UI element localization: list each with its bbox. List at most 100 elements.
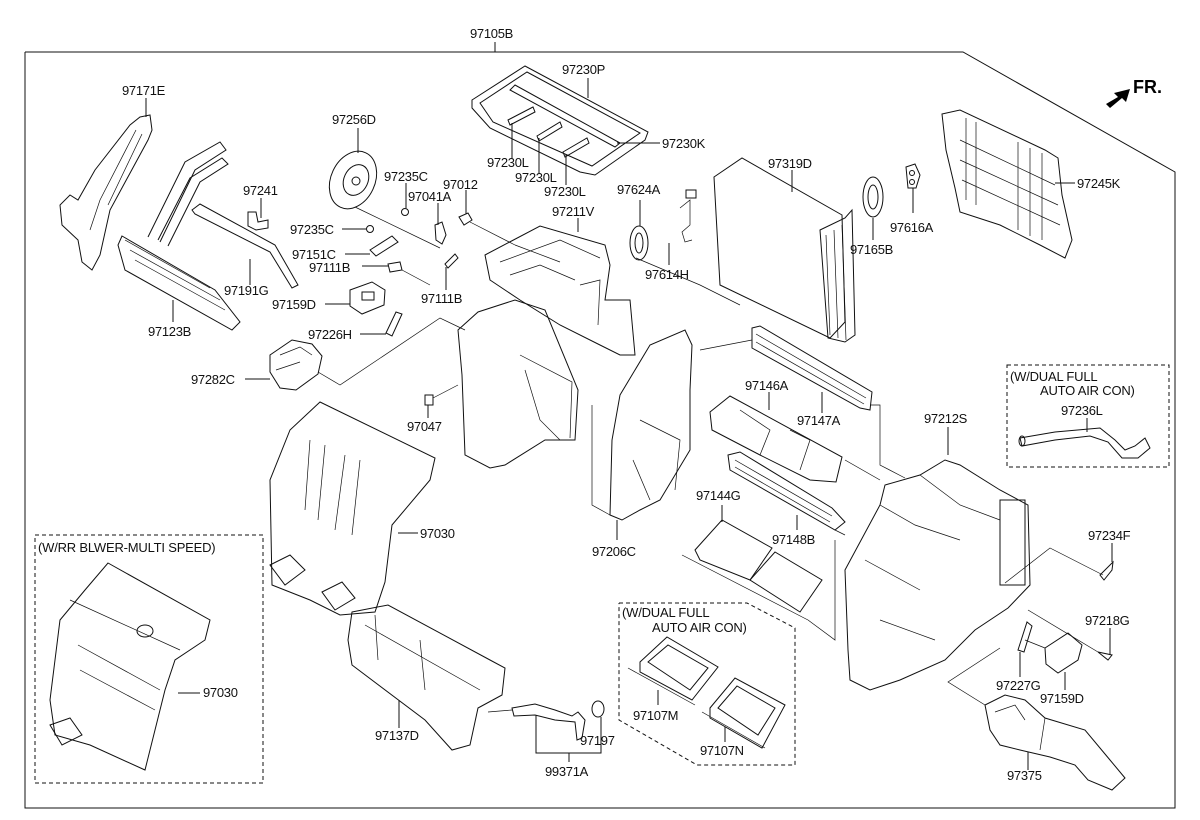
part-label-97624A[interactable]: 97624A	[617, 182, 661, 197]
part-97206C-case-half[interactable]	[609, 329, 693, 521]
part-label-97146A[interactable]: 97146A	[745, 378, 789, 393]
part-label-97159D-b[interactable]: 97159D	[1040, 691, 1084, 706]
part-97041A-lever[interactable]	[434, 221, 447, 245]
part-97012-pin[interactable]	[458, 212, 473, 226]
part-label-97105B[interactable]: 97105B	[470, 26, 513, 41]
part-label-97206C[interactable]: 97206C	[592, 544, 636, 559]
part-97107N-door[interactable]	[701, 677, 786, 749]
option-note-dual-auto-center-line2: AUTO AIR CON)	[652, 620, 747, 635]
part-97212S-heater-unit[interactable]	[844, 459, 1031, 691]
part-97230P-filter-cover[interactable]	[471, 65, 649, 176]
part-label-97171E[interactable]: 97171E	[122, 83, 166, 98]
part-label-97151C[interactable]: 97151C	[292, 247, 336, 262]
part-label-97319D[interactable]: 97319D	[768, 156, 812, 171]
part-97235C-screw-a[interactable]	[401, 208, 409, 216]
part-97624A-grommet[interactable]	[629, 225, 649, 261]
part-99371A-hose[interactable]	[487, 703, 586, 741]
part-97241-clip[interactable]	[247, 211, 269, 231]
part-label-97375[interactable]: 97375	[1007, 768, 1042, 783]
part-97146A-door[interactable]	[709, 395, 843, 483]
part-label-97256D[interactable]: 97256D	[332, 112, 376, 127]
part-97147A-filter[interactable]	[751, 325, 873, 411]
part-97256D-actuator[interactable]	[320, 144, 441, 249]
part-label-97241[interactable]: 97241	[243, 183, 278, 198]
option-note-dual-auto-right-line2: AUTO AIR CON)	[1040, 383, 1135, 398]
part-97197-ring[interactable]	[591, 700, 605, 718]
part-97165B-grommet[interactable]	[862, 176, 884, 218]
part-label-97111B-a[interactable]: 97111B	[309, 260, 350, 275]
part-97375-duct[interactable]	[947, 647, 1126, 791]
part-label-97030-b[interactable]: 97030	[203, 685, 238, 700]
part-label-97230K[interactable]: 97230K	[662, 136, 706, 151]
part-97047-nut[interactable]	[424, 394, 434, 406]
part-97111B-rod-a[interactable]	[387, 261, 403, 273]
part-97171E-bracket[interactable]	[59, 114, 153, 271]
option-box-dual-auto-center	[618, 602, 796, 766]
part-label-97030-a[interactable]: 97030	[420, 526, 455, 541]
part-label-97230P[interactable]: 97230P	[562, 62, 605, 77]
part-heater-case-left-half[interactable]	[457, 299, 579, 469]
part-97159D-actuator-left[interactable]	[349, 281, 386, 315]
part-label-97235C-b[interactable]: 97235C	[290, 222, 334, 237]
part-label-97226H[interactable]: 97226H	[308, 327, 352, 342]
option-box-dual-auto-right	[1006, 364, 1170, 468]
part-label-97245K[interactable]: 97245K	[1077, 176, 1121, 191]
part-label-97047[interactable]: 97047	[407, 419, 442, 434]
part-97282C-housing[interactable]	[269, 317, 466, 391]
option-note-dual-auto-center-line1: (W/DUAL FULL	[622, 605, 709, 620]
part-label-97230L-b[interactable]: 97230L	[515, 170, 557, 185]
part-label-97159D-a[interactable]: 97159D	[272, 297, 316, 312]
part-label-97144G[interactable]: 97144G	[696, 488, 741, 503]
option-box-rr-blower	[34, 534, 264, 784]
part-label-97107N[interactable]: 97107N	[700, 743, 744, 758]
part-label-97614H[interactable]: 97614H	[645, 267, 689, 282]
part-label-97211V[interactable]: 97211V	[552, 204, 595, 219]
part-label-97197[interactable]: 97197	[580, 733, 615, 748]
assembly-border	[24, 42, 1176, 809]
part-97144G-door[interactable]	[681, 519, 823, 621]
part-label-97234F[interactable]: 97234F	[1088, 528, 1131, 543]
part-97236L-hose[interactable]	[1018, 427, 1151, 459]
part-97030-duct[interactable]	[269, 401, 436, 616]
part-97227G-lever[interactable]	[1017, 621, 1033, 653]
part-label-99371A[interactable]: 99371A	[545, 764, 589, 779]
part-97226H-lever[interactable]	[385, 311, 403, 337]
part-97245K-panel[interactable]	[941, 109, 1073, 259]
part-label-97191G[interactable]: 97191G	[224, 283, 269, 298]
part-97191G-pipe[interactable]	[191, 203, 299, 289]
part-97234F-gasket[interactable]	[1099, 560, 1114, 581]
part-label-97111B-b[interactable]: 97111B	[421, 291, 462, 306]
part-label-97041A[interactable]: 97041A	[408, 189, 452, 204]
part-label-97148B[interactable]: 97148B	[772, 532, 815, 547]
part-label-97235C-a[interactable]: 97235C	[384, 169, 428, 184]
part-97148B-door[interactable]	[727, 451, 846, 531]
part-97151C-link[interactable]	[369, 235, 399, 257]
part-label-97012[interactable]: 97012	[443, 177, 478, 192]
option-note-rr-blower: (W/RR BLWER-MULTI SPEED)	[38, 540, 215, 555]
part-label-97236L[interactable]: 97236L	[1061, 403, 1103, 418]
part-label-97137D[interactable]: 97137D	[375, 728, 419, 743]
part-97616A-seal[interactable]	[905, 163, 921, 189]
part-97030-duct-rr[interactable]	[49, 562, 211, 771]
part-label-97212S[interactable]: 97212S	[924, 411, 968, 426]
part-label-97230L-a[interactable]: 97230L	[487, 155, 529, 170]
part-label-97282C[interactable]: 97282C	[191, 372, 235, 387]
part-97111B-rod-b[interactable]	[444, 253, 459, 269]
part-97123B-heater-core[interactable]	[117, 141, 241, 331]
part-label-97107M[interactable]: 97107M	[633, 708, 678, 723]
part-97614H-sensor[interactable]	[679, 189, 697, 243]
part-label-97147A[interactable]: 97147A	[797, 413, 841, 428]
part-label-97165B[interactable]: 97165B	[850, 242, 893, 257]
part-label-97123B[interactable]: 97123B	[148, 324, 191, 339]
part-97159D-actuator-right[interactable]	[1044, 632, 1083, 674]
part-label-97616A[interactable]: 97616A	[890, 220, 934, 235]
part-label-97218G[interactable]: 97218G	[1085, 613, 1130, 628]
part-97235C-screw-b[interactable]	[366, 225, 374, 233]
part-97319D-evaporator[interactable]	[713, 157, 856, 343]
part-label-97230L-c[interactable]: 97230L	[544, 184, 586, 199]
part-97137D-lower-case[interactable]	[347, 604, 506, 751]
part-97211V-upper-case[interactable]	[484, 225, 636, 356]
part-97218G-screw[interactable]	[1097, 651, 1113, 661]
part-97107M-door[interactable]	[627, 636, 719, 706]
part-label-97227G[interactable]: 97227G	[996, 678, 1041, 693]
